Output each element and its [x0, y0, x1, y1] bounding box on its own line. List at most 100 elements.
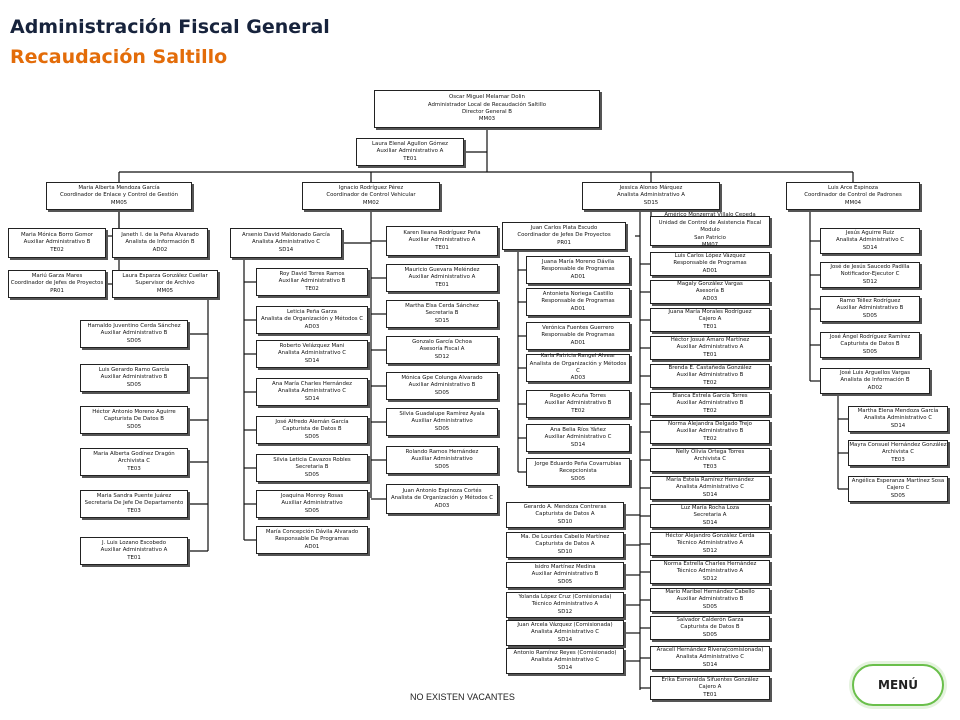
org-box-c3ae: Erika Esmeralda Sifuentes González Cajer… [650, 676, 770, 700]
org-box-text: Ma. De Lourdes Cabello Martínez Capturis… [520, 533, 610, 555]
org-box-text: Norma Alejandra Delgado Trejo Auxiliar A… [668, 420, 752, 442]
org-box-text: Roberto Velázquez Mani Analista Administ… [277, 342, 347, 364]
org-box-c2a: Arsenio David Maldonado García Analista … [230, 228, 342, 258]
org-box-c3v: Norma Alejandra Delgado Trejo Auxiliar A… [650, 420, 770, 444]
org-box-text: Héctor Josué Amaro Martínez Auxiliar Adm… [670, 336, 750, 358]
org-box-c3aa: Norma Estrella Charles Hernández Técnico… [650, 560, 770, 584]
org-box-c3n: Antonio Ramírez Reyes (Comisionado) Anal… [506, 648, 624, 674]
org-box-c1h: Maria Alberta Godínez Dragón Archivista … [80, 448, 188, 476]
org-box-text: Maria Alberta Mendoza García Coordinador… [59, 184, 179, 206]
org-box-asst: Laura Elenal Agullon Gómez Auxiliar Admi… [356, 138, 464, 166]
org-box-text: José Alfredo Alemán García Capturista de… [275, 418, 349, 440]
org-box-c1d: Laura Esparza González Cuellar Superviso… [112, 270, 218, 298]
org-box-h2: Ignacio Rodríguez Pérez Coordinador de C… [302, 182, 440, 210]
org-box-c2h: Joaquina Monroy Rosas Auxiliar Administr… [256, 490, 368, 518]
org-box-text: Leticia Peña Garza Analista de Organizac… [260, 308, 364, 330]
org-box-text: Ana Belia Ríos Yáñez Auxiliar Administra… [544, 426, 612, 448]
org-box-c2j: Karen Ileana Rodríguez Peña Auxiliar Adm… [386, 226, 498, 256]
org-box-text: Luz María Rocha Loza Secretaria A SD14 [680, 504, 740, 526]
org-box-c3ac: Salvador Calderón Garza Capturista de Da… [650, 616, 770, 640]
org-box-text: Martha Elena Mendoza García Analista Adm… [857, 407, 939, 429]
org-box-text: María Estela Ramírez Hernández Analista … [666, 476, 754, 498]
page-title: Administración Fiscal General [10, 16, 330, 38]
org-box-c2o: Silvia Guadalupe Ramírez Ayala Auxiliar … [386, 408, 498, 436]
org-box-h4: Luis Arce Espinoza Coordinador de Contro… [786, 182, 920, 210]
org-box-c3i: Gerardo A. Mendoza Contreras Capturista … [506, 502, 624, 528]
org-box-text: Silvia Leticia Cavazos Robles Secretaria… [273, 456, 351, 478]
org-box-text: Luis Gerardo Ramo García Auxiliar Admini… [98, 366, 170, 388]
org-box-text: Erika Esmeralda Sifuentes González Cajer… [661, 676, 759, 698]
org-box-text: Luis Carlos López Vázquez Responsable de… [673, 252, 747, 274]
org-box-c3f: Rogelio Acuña Torres Auxiliar Administra… [526, 390, 630, 418]
org-box-c3t: Brenda E. Castañeda González Auxiliar Ad… [650, 364, 770, 388]
org-box-c3g: Ana Belia Ríos Yáñez Auxiliar Administra… [526, 424, 630, 452]
org-box-c2e: Ana María Charles Hernández Analista Adm… [256, 378, 368, 406]
org-box-h1: Maria Alberta Mendoza García Coordinador… [46, 182, 192, 210]
org-box-text: Roy David Torres Ramos Auxiliar Administ… [278, 270, 346, 292]
menu-button-label: MENÚ [878, 678, 918, 692]
org-box-text: José Ángel Rodríguez Ramírez Capturista … [829, 333, 911, 355]
org-box-c1g: Héctor Antonio Moreno Aguirre Capturista… [80, 406, 188, 434]
org-box-text: Juana María Moreno Dávila Responsable de… [541, 258, 615, 280]
vacancies-note: NO EXISTEN VACANTES [410, 692, 515, 702]
menu-button[interactable]: MENÚ [852, 664, 944, 706]
page-subtitle: Recaudación Saltillo [10, 46, 228, 68]
org-box-text: Luis Arce Espinoza Coordinador de Contro… [804, 184, 902, 206]
org-box-c4h: Angélica Esperanza Martínez Sosa Cajero … [848, 476, 948, 502]
org-box-c4b: José de Jesús Saucedo Padilla Notificado… [820, 262, 920, 288]
org-box-text: Rogelio Acuña Torres Auxiliar Administra… [544, 392, 612, 414]
org-box-c3k: Isidro Martínez Medina Auxiliar Administ… [506, 562, 624, 588]
org-box-text: Maria Mónica Borro Gomor Auxiliar Admini… [21, 231, 93, 253]
org-box-text: Araceli Hernández Rivera(comisionada) An… [656, 646, 764, 668]
org-box-c3o: Américo Monzerrat Villalo Cepeda Unidad … [650, 212, 770, 248]
org-box-text: Juan Arcela Vázquez (Comisionada) Analis… [517, 621, 613, 643]
org-box-text: Mónica Gpe Colunga Alvarado Auxiliar Adm… [401, 374, 483, 396]
org-box-h3: Jessica Alonso Márquez Analista Administ… [582, 182, 720, 210]
org-box-text: Jesús Aguirre Ruiz Analista Administrati… [835, 229, 905, 251]
org-box-c3e: Karla Patricia Rangel Alvear Analista de… [526, 353, 630, 382]
org-box-text: Ignacio Rodríguez Pérez Coordinador de C… [326, 184, 416, 206]
org-box-text: Salvador Calderón Garza Capturista de Da… [676, 616, 744, 638]
org-box-text: Verónica Fuentes Guerrero Responsable de… [541, 324, 615, 346]
org-box-text: Mauricio Guevara Meléndez Auxiliar Admin… [404, 266, 480, 288]
org-box-c3w: Nelly Olivia Ortega Torres Archivista C … [650, 448, 770, 472]
org-box-c2c: Leticia Peña Garza Analista de Organizac… [256, 306, 368, 334]
org-box-c4a: Jesús Aguirre Ruiz Analista Administrati… [820, 228, 920, 254]
org-box-c1i: Maria Sandra Puente Juárez Secretaria De… [80, 490, 188, 518]
org-box-text: Hamaldo Juventino Cerda Sánchez Auxiliar… [87, 322, 181, 344]
org-box-c4e: José Luis Arguellos Vargas Analista de I… [820, 368, 930, 394]
org-box-c3s: Héctor Josué Amaro Martínez Auxiliar Adm… [650, 336, 770, 360]
org-box-text: Mario Maribel Hernández Cabello Auxiliar… [665, 588, 755, 610]
org-box-text: Oscar Miguel Melamar Dolin Administrador… [427, 94, 547, 123]
org-box-text: Mayra Consuel Hernández González Archivi… [849, 441, 947, 463]
org-box-text: Rolando Ramos Hernández Auxiliar Adminis… [405, 448, 479, 470]
org-box-c3q: Magaly González Vargas Asesoría B AD03 [650, 280, 770, 304]
org-box-text: Juan Carlos Plata Escudo Coordinador de … [517, 224, 611, 246]
org-box-text: Mariú Garza Mares Coordinador de Jefes d… [10, 272, 104, 294]
org-box-c2f: José Alfredo Alemán García Capturista de… [256, 416, 368, 444]
org-box-text: Blanca Estrela García Torres Auxiliar Ad… [672, 392, 748, 414]
org-box-c1f: Luis Gerardo Ramo García Auxiliar Admini… [80, 364, 188, 392]
org-box-c4g: Mayra Consuel Hernández González Archivi… [848, 440, 948, 466]
org-box-c2q: Juan Antonio Espinoza Cortés Analista de… [386, 484, 498, 514]
org-box-text: Laura Elenal Agullon Gómez Auxiliar Admi… [372, 140, 448, 162]
org-box-text: Héctor Antonio Moreno Aguirre Capturista… [92, 408, 176, 430]
org-box-c3b: Juana María Moreno Dávila Responsable de… [526, 256, 630, 284]
org-box-c1e: Hamaldo Juventino Cerda Sánchez Auxiliar… [80, 320, 188, 348]
org-box-c4c: Ramo Téllez Rodríguez Auxiliar Administr… [820, 296, 920, 322]
org-box-text: Juana María Morales Rodríguez Cajero A T… [668, 308, 752, 330]
org-box-c3u: Blanca Estrela García Torres Auxiliar Ad… [650, 392, 770, 416]
org-box-text: Angélica Esperanza Martínez Sosa Cajero … [851, 477, 945, 499]
org-box-text: Yolanda López Cruz (Comisionada) Técnico… [518, 593, 612, 615]
org-box-text: José de Jesús Saucedo Padilla Notificado… [830, 263, 910, 285]
org-box-c2p: Rolando Ramos Hernández Auxiliar Adminis… [386, 446, 498, 474]
org-box-text: Maria Sandra Puente Juárez Secretaria De… [84, 492, 184, 514]
org-box-c3a: Juan Carlos Plata Escudo Coordinador de … [502, 222, 626, 250]
org-box-c2k: Mauricio Guevara Meléndez Auxiliar Admin… [386, 264, 498, 292]
org-box-c3y: Luz María Rocha Loza Secretaria A SD14 [650, 504, 770, 528]
org-box-text: Juan Antonio Espinoza Cortés Analista de… [390, 487, 494, 509]
org-box-c3ad: Araceli Hernández Rivera(comisionada) An… [650, 646, 770, 670]
org-box-c4f: Martha Elena Mendoza García Analista Adm… [848, 406, 948, 432]
org-box-root: Oscar Miguel Melamar Dolin Administrador… [374, 90, 600, 128]
org-box-text: José Luis Arguellos Vargas Analista de I… [839, 369, 911, 391]
